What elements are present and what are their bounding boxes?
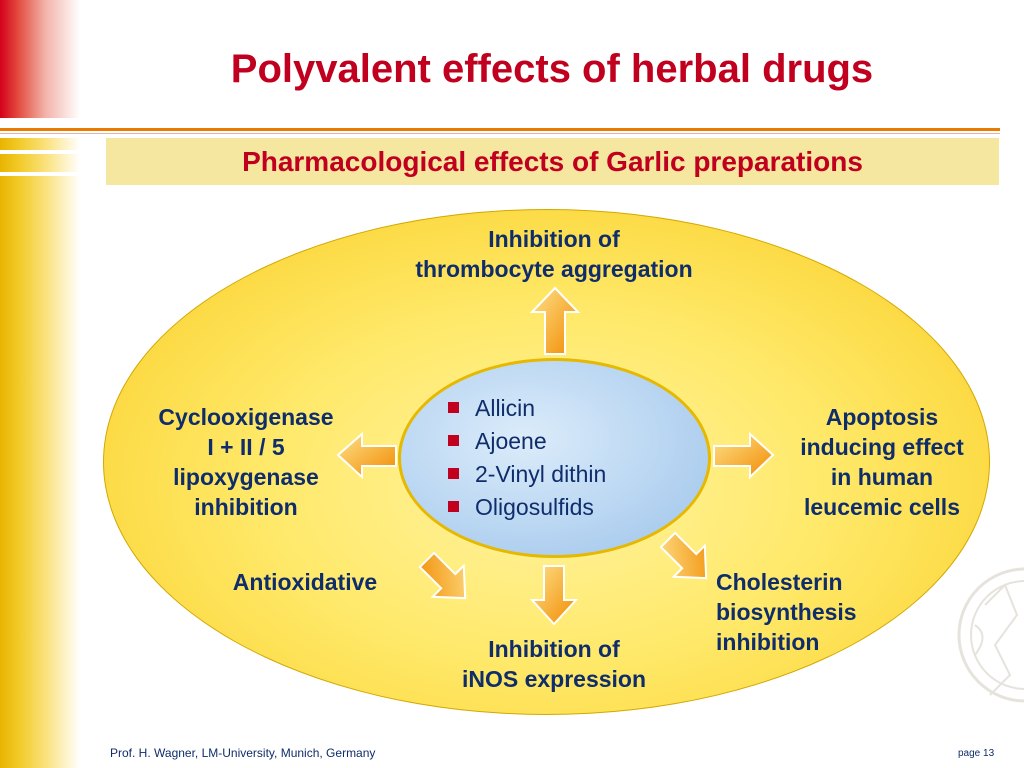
arrow-down-icon <box>529 565 579 626</box>
arrow-down-right-icon <box>659 531 708 580</box>
effect-bottom-left-label: Antioxidative <box>232 569 378 595</box>
active-compounds-list: Allicin Ajoene 2-Vinyl dithin Oligosulfi… <box>448 392 606 524</box>
arrow-right-icon <box>713 431 775 480</box>
square-bullet-icon <box>448 402 459 414</box>
subtitle-banner: Pharmacological effects of Garlic prepar… <box>106 138 999 185</box>
arrow-down-left-icon <box>418 551 467 600</box>
arrow-left-icon <box>336 431 397 480</box>
list-item: Allicin <box>448 392 606 425</box>
title-rule-thin <box>0 133 1000 134</box>
slide-title: Polyvalent effects of herbal drugs <box>230 47 874 91</box>
list-item: Ajoene <box>448 425 606 458</box>
square-bullet-icon <box>448 468 459 480</box>
effect-right-label: Apoptosis inducing effect in human leuce… <box>800 404 964 520</box>
effect-bottom-label: Inhibition of iNOS expression <box>461 636 647 692</box>
strip-line <box>0 150 80 154</box>
left-yellow-strip <box>0 138 80 768</box>
effect-left-label: Cyclooxigenase I + II / 5 lipoxygenase i… <box>158 404 334 520</box>
square-bullet-icon <box>448 501 459 513</box>
left-red-strip <box>0 0 80 118</box>
university-seal-watermark <box>957 567 1024 703</box>
title-rule <box>0 128 1000 131</box>
list-item: Oligosulfids <box>448 491 606 524</box>
footer-author: Prof. H. Wagner, LM-University, Munich, … <box>110 746 376 760</box>
arrow-up-icon <box>529 286 581 355</box>
effect-top-label: Inhibition of thrombocyte aggregation <box>415 226 693 282</box>
strip-line <box>0 172 80 176</box>
active-compounds-ellipse <box>398 358 711 558</box>
square-bullet-icon <box>448 435 459 447</box>
list-item: 2-Vinyl dithin <box>448 458 606 491</box>
effect-bottom-right-label: Cholesterin biosynthesis inhibition <box>716 569 857 655</box>
footer-page-number: page 13 <box>958 748 995 759</box>
